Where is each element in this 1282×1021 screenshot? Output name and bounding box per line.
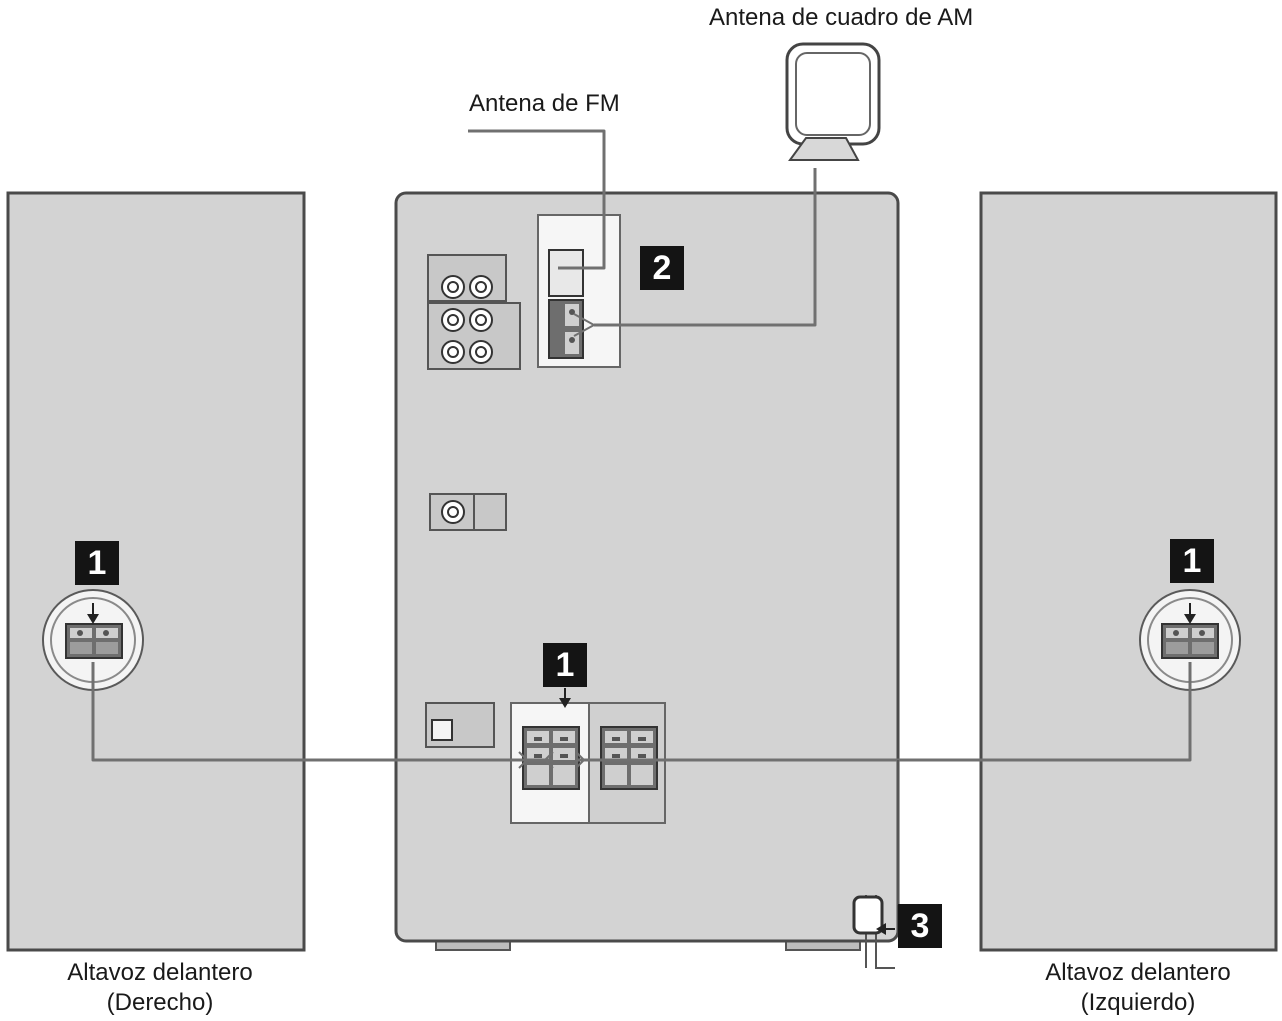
left-speaker-cable bbox=[576, 662, 1192, 762]
unit-speaker-terminals bbox=[510, 702, 666, 824]
am-loop-antenna bbox=[785, 42, 881, 161]
selector-switch bbox=[425, 702, 495, 748]
left-speaker-caption-line1: Altavoz delantero bbox=[1045, 959, 1231, 986]
am-antenna-wire bbox=[594, 168, 817, 327]
left-speaker bbox=[979, 191, 1278, 952]
rca-jacks bbox=[427, 254, 521, 370]
left-speaker-caption-line2: (Izquierdo) bbox=[1080, 989, 1196, 1016]
left-speaker-terminal bbox=[1139, 589, 1241, 691]
am-antenna-label: Antena de cuadro de AM bbox=[709, 4, 974, 31]
right-speaker-terminal bbox=[42, 589, 144, 691]
fm-antenna-label: Antena de FM bbox=[469, 90, 620, 117]
antenna-terminal-panel bbox=[537, 214, 621, 368]
power-cord bbox=[852, 760, 899, 969]
cables bbox=[91, 129, 1192, 769]
left-speaker-caption: Altavoz delantero (Izquierdo) bbox=[1008, 958, 1268, 1018]
step-badge-left-speaker: 1 bbox=[1170, 539, 1214, 583]
fm-antenna-wire bbox=[468, 129, 606, 270]
right-speaker bbox=[6, 191, 306, 952]
right-speaker-caption-line1: Altavoz delantero bbox=[67, 959, 253, 986]
coaxial-jack bbox=[429, 493, 507, 531]
step-badge-unit-speaker: 1 bbox=[543, 643, 587, 687]
right-speaker-caption-line2: (Derecho) bbox=[106, 989, 214, 1016]
step-badge-power: 3 bbox=[898, 904, 942, 948]
main-unit bbox=[394, 191, 900, 951]
right-speaker-caption: Altavoz delantero (Derecho) bbox=[30, 958, 290, 1018]
step-badge-antenna: 2 bbox=[640, 246, 684, 290]
right-speaker-cable bbox=[91, 662, 553, 762]
step-badge-right-speaker: 1 bbox=[75, 541, 119, 585]
